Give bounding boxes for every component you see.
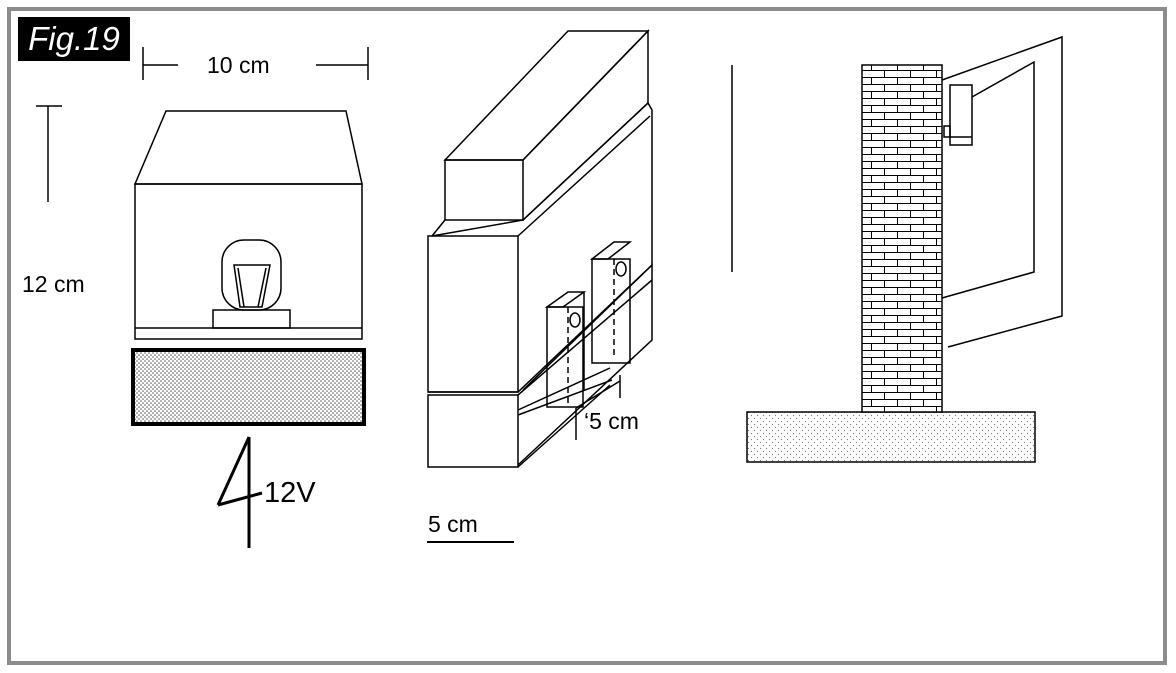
brick-pillar	[862, 65, 942, 412]
depth-dimension	[576, 375, 620, 440]
scale-label: 5 cm	[428, 511, 478, 537]
lamp-housing	[135, 184, 362, 339]
right-post	[592, 242, 630, 363]
lamp-hood	[135, 111, 362, 184]
depth-label: ‘5 cm	[584, 408, 639, 434]
lightning-symbol-icon	[218, 437, 262, 548]
left-post	[547, 292, 584, 407]
figure-frame	[7, 7, 1167, 665]
battery-block	[133, 350, 364, 424]
voltage-label: 12V	[264, 477, 316, 509]
bulb-filament	[234, 265, 270, 307]
height-dimension	[36, 106, 62, 202]
bulb-base	[213, 310, 290, 328]
figure-label: Fig.19	[18, 17, 130, 61]
width-label: 10 cm	[207, 52, 270, 78]
mounted-device	[950, 85, 972, 145]
box-perspective-view	[427, 31, 652, 542]
width-dimension	[143, 47, 368, 80]
height-label: 12 cm	[22, 271, 85, 297]
ground-slab	[747, 412, 1035, 462]
bulb-icon	[222, 240, 281, 310]
brick-wall-view	[732, 37, 1062, 462]
lamp-box-view	[36, 47, 368, 548]
